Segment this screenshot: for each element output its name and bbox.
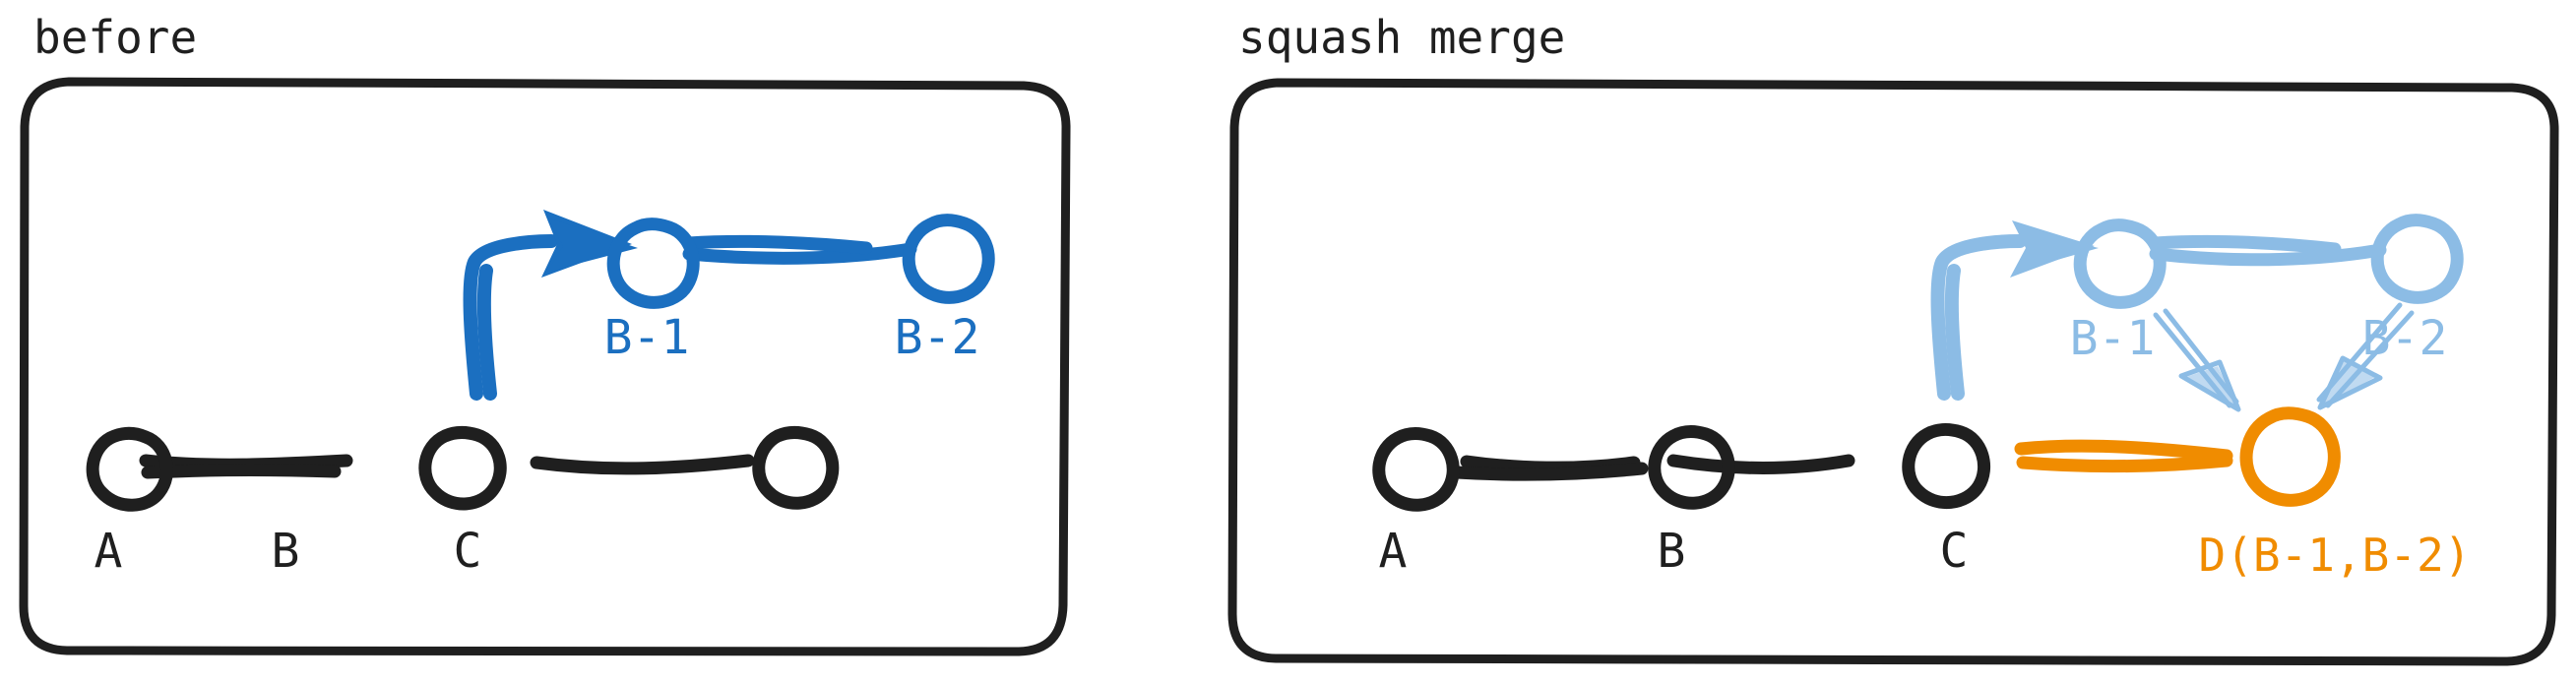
squash-arrow-b1-head xyxy=(2178,359,2241,412)
commit-circle-b xyxy=(418,426,507,511)
panel-squash-title: squash merge xyxy=(1238,11,1565,64)
panel-squash-frame xyxy=(1227,78,2559,666)
commit-label-d: D(B-1,B-2) xyxy=(2199,529,2472,582)
branch-circle-b2 xyxy=(902,214,995,304)
branch-arrow-stem-sketch xyxy=(476,264,497,401)
commit-label-c-right: C xyxy=(1940,524,1969,579)
edge-b1-b2-right xyxy=(2149,243,2387,267)
branch-arrow-b-to-b1-right xyxy=(1930,220,2099,401)
branch-label-b1: B-1 xyxy=(604,310,690,365)
edge-a-b-right-sketch xyxy=(1450,462,1649,481)
squash-arrow-b2-to-d xyxy=(2316,302,2415,410)
edge-b1-b2-sketch xyxy=(682,234,873,255)
edge-b1-b2 xyxy=(682,242,917,265)
edge-b1-b2-right-sketch xyxy=(2149,234,2342,256)
commit-label-b: B xyxy=(272,524,300,579)
branch-arrow-head-right-sketch xyxy=(2016,228,2099,272)
commit-node-d-merge: D(B-1,B-2) xyxy=(2199,406,2472,582)
branch-node-b2-right: B-2 xyxy=(2362,214,2464,366)
commit-circle-a-right xyxy=(1372,427,1460,512)
commit-circle-c xyxy=(752,426,840,510)
commit-label-a-right: A xyxy=(1379,524,1408,579)
branch-label-b1-right: B-1 xyxy=(2070,311,2156,366)
panel-before-title: before xyxy=(33,11,197,64)
branch-arrow-head-sketch xyxy=(547,218,638,272)
edge-c-d xyxy=(2014,439,2233,463)
commit-circle-b-right xyxy=(1648,425,1735,510)
branch-label-b2: B-2 xyxy=(895,310,980,365)
panel-squash-merge: squash merge A B C xyxy=(1227,11,2559,666)
commit-node-c-right: C xyxy=(1902,423,1991,579)
commit-node-a: A xyxy=(86,426,173,579)
edge-c-d-sketch xyxy=(2016,454,2233,473)
branch-circle-b2-right xyxy=(2370,214,2464,304)
commit-label-b-right: B xyxy=(1658,524,1686,579)
commit-node-b: B xyxy=(272,426,507,579)
branch-node-b1: B-1 xyxy=(604,218,700,365)
branch-arrow-b-to-b1 xyxy=(463,210,638,401)
branch-arrow-stem-right xyxy=(1930,234,2027,401)
branch-node-b2: B-2 xyxy=(895,214,995,365)
commit-label-c: C xyxy=(454,524,482,579)
commit-circle-d xyxy=(2239,406,2341,507)
commit-label-a: A xyxy=(94,524,123,579)
edge-b-c xyxy=(530,454,755,475)
squash-arrow-b1-to-d xyxy=(2153,308,2241,412)
squash-arrow-b2-head xyxy=(2317,355,2383,410)
edge-a-b-sketch xyxy=(141,463,342,479)
commit-circle-c-right xyxy=(1902,423,1991,510)
branch-arrow-stem-right-sketch xyxy=(1944,264,1965,401)
branch-circle-b1 xyxy=(606,218,700,309)
branch-node-b1-right: B-1 xyxy=(2070,218,2167,366)
edge-b-c-right xyxy=(1666,454,1855,475)
panel-before: before A B C xyxy=(19,11,1071,656)
commit-node-a-right: A xyxy=(1372,427,1460,579)
branch-arrow-stem xyxy=(463,234,558,401)
branch-circle-b1-right xyxy=(2073,218,2167,309)
commit-node-b-right: B xyxy=(1648,425,1735,579)
panel-before-frame xyxy=(19,77,1071,656)
squash-arrow-b2-head-fill xyxy=(2320,360,2377,407)
commit-circle-a xyxy=(86,426,173,512)
commit-node-c: C xyxy=(454,426,840,579)
